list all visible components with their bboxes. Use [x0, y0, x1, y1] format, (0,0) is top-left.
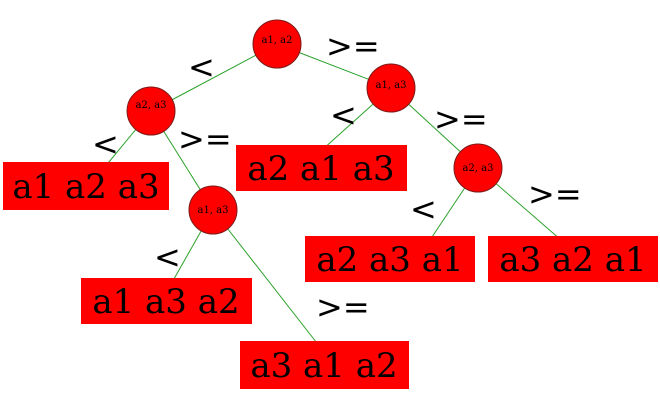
- edge-label-root-left: <: [188, 48, 215, 86]
- node-left: a2, a3: [126, 86, 176, 136]
- edge-label-right-right: >=: [434, 100, 488, 138]
- edge-label-left-right: >=: [178, 120, 232, 158]
- leaf-a1-a2-a3: a1 a2 a3: [3, 162, 169, 210]
- leaf-a2-a1-a3: a2 a1 a3: [236, 145, 407, 191]
- leaf-a2-a3-a1: a2 a3 a1: [305, 236, 475, 282]
- node-right-circle: [366, 63, 416, 113]
- edge-label-left-left: <: [92, 125, 119, 163]
- node-root: a1, a2: [252, 19, 302, 69]
- node-left-label: a2, a3: [135, 100, 166, 111]
- node-left-right: a1, a3: [188, 185, 238, 235]
- edge-labels: < >= < >= < >= < >= < >=: [92, 27, 582, 326]
- leaf-box: [236, 145, 407, 191]
- leaf-a1-a3-a2: a1 a3 a2: [81, 278, 252, 324]
- leaf-label: a3 a2 a1: [499, 240, 646, 280]
- leaf-label: a1 a3 a2: [92, 282, 239, 322]
- node-right-right-circle: [453, 143, 503, 193]
- leaf-label: a2 a3 a1: [316, 240, 463, 280]
- node-left-right-label: a1, a3: [197, 205, 228, 216]
- node-right-right: a2, a3: [453, 143, 503, 193]
- node-right: a1, a3: [366, 63, 416, 113]
- node-right-label: a1, a3: [375, 80, 406, 91]
- edge-label-lr-left: <: [154, 238, 181, 276]
- leaf-a3-a2-a1: a3 a2 a1: [488, 236, 658, 282]
- node-root-circle: [252, 19, 302, 69]
- node-left-circle: [126, 86, 176, 136]
- leaf-box: [488, 236, 658, 282]
- leaf-box: [240, 341, 409, 389]
- node-root-label: a1, a2: [261, 35, 292, 46]
- leaf-box: [3, 162, 169, 210]
- node-right-right-label: a2, a3: [462, 163, 493, 174]
- edge-label-rr-right: >=: [528, 175, 582, 213]
- leaf-label: a2 a1 a3: [247, 149, 394, 189]
- leaf-box: [81, 278, 252, 324]
- leaf-box: [305, 236, 475, 282]
- edge-label-right-left: <: [330, 96, 357, 134]
- node-left-right-circle: [188, 185, 238, 235]
- edge-lr-right: [212, 209, 321, 348]
- leaf-label: a3 a1 a2: [250, 346, 397, 386]
- edge-label-lr-right: >=: [316, 288, 370, 326]
- leaf-label: a1 a2 a3: [12, 167, 159, 207]
- leaf-a3-a1-a2: a3 a1 a2: [240, 341, 409, 389]
- edge-label-rr-left: <: [410, 190, 437, 228]
- edge-label-root-right: >=: [326, 27, 380, 65]
